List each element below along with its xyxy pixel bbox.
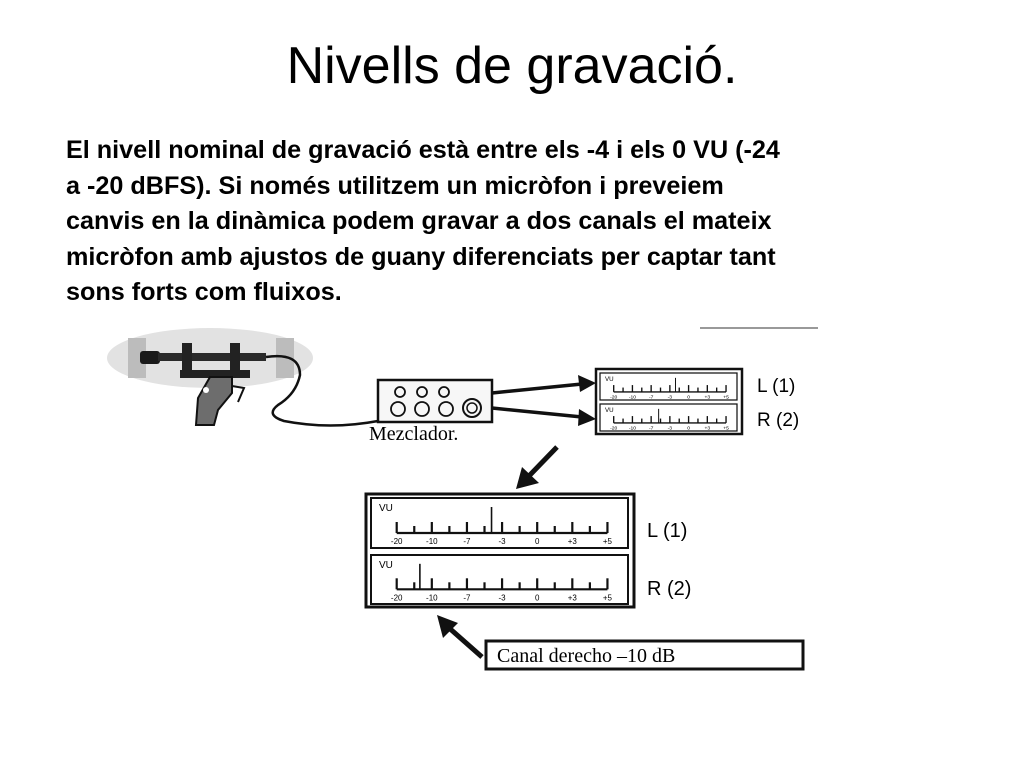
body-line-2: a -20 dBFS). Si només utilitzem un micrò…: [66, 171, 724, 200]
large-meter-left-tick-label: -7: [463, 537, 471, 546]
large-meter-right-tick-label: 0: [535, 593, 540, 602]
small-meter-left-tick-label: -3: [668, 395, 673, 401]
small-meter-right-tick-label: -3: [668, 426, 673, 432]
small-meter-left-tick-label: 0: [687, 395, 690, 401]
slide-title: Nivells de gravació.: [286, 37, 738, 95]
arrow-to-zoom: [526, 445, 559, 479]
small-meter-right-tick-label: 0: [687, 426, 690, 432]
large-meter-right-vu-label: VU: [379, 560, 393, 571]
large-meter-right-tick-label: -7: [463, 593, 471, 602]
arrowhead-zoom: [516, 467, 539, 489]
small-label-right: R (2): [757, 410, 799, 431]
large-meter-right-panel: [370, 554, 629, 605]
small-meter-right-tick-label: +5: [723, 426, 729, 432]
large-meter-right-tick-label: +3: [568, 593, 578, 602]
arrow-to-left-meter: [491, 382, 583, 395]
small-meter-right-tick-label: -10: [629, 426, 636, 432]
small-meter-left-tick-label: -20: [610, 395, 617, 401]
large-meter-left-tick-label: -10: [426, 537, 438, 546]
small-meter-left-tick-label: -10: [629, 395, 636, 401]
large-meter-left-tick-label: -3: [499, 537, 507, 546]
small-meter-right-panel: [599, 403, 738, 432]
large-meter-right-tick-label: -20: [391, 593, 403, 602]
large-label-left: L (1): [647, 520, 687, 542]
small-meter-left-tick-label: +5: [723, 395, 729, 401]
body-line-3: canvis en la dinàmica podem gravar a dos…: [66, 207, 772, 235]
mic-cable: [265, 354, 379, 427]
small-meter-right-tick-label: +3: [704, 426, 710, 432]
callout-box: [484, 639, 805, 671]
small-meter-right-tick-label: -7: [649, 426, 654, 432]
body-line-1: El nivell nominal de gravació està entre…: [66, 136, 780, 164]
large-meter-left-tick-label: 0: [535, 537, 540, 546]
slide-body: El nivell nominal de gravació està entre…: [66, 133, 966, 311]
small-meter-right-tick-label: -20: [610, 426, 617, 432]
arrow-to-right-meter: [491, 406, 583, 419]
mixer-label: Mezclador.: [369, 423, 458, 445]
large-meter-right-tick-label: +5: [603, 593, 613, 602]
large-meter-right-tick-label: -3: [499, 593, 507, 602]
arrow-to-right-needle: [446, 625, 484, 659]
small-label-left: L (1): [757, 376, 795, 397]
large-meter-left-tick-label: +3: [568, 537, 578, 546]
small-meter-left-vu-label: VU: [605, 376, 614, 383]
small-meter-left-tick-label: -7: [649, 395, 654, 401]
arrowhead-right-needle: [437, 615, 458, 638]
body-line-5: sons forts com fluixos.: [66, 278, 342, 306]
large-meter-left-tick-label: -20: [391, 537, 403, 546]
small-meter-right-vu-label: VU: [605, 407, 614, 414]
large-meter-left-panel: [370, 497, 629, 549]
microphone-illustration: [107, 328, 313, 426]
large-meter-left-tick-label: +5: [603, 537, 613, 546]
arrowhead-right-meter: [578, 409, 596, 426]
large-meter-right-tick-label: -10: [426, 593, 438, 602]
arrowhead-left-meter: [578, 375, 596, 392]
small-meter-left-tick-label: +3: [704, 395, 710, 401]
large-label-right: R (2): [647, 578, 691, 600]
body-line-4: micròfon amb ajustos de guany diferencia…: [66, 242, 776, 271]
small-meter-left-panel: [599, 372, 738, 401]
large-meter-left-vu-label: VU: [379, 503, 393, 514]
callout-text: Canal derecho –10 dB: [497, 645, 675, 667]
mixer-box: [376, 378, 494, 424]
